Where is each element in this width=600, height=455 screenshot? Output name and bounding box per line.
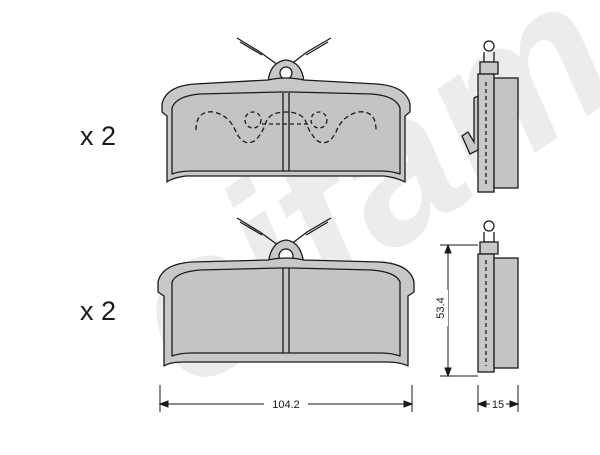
height-dimension-label: 53.4 xyxy=(435,297,447,318)
lower-spring-clip-left xyxy=(236,217,283,249)
width-dimension-label: 104.2 xyxy=(272,399,300,411)
upper-side-clip-eye xyxy=(483,40,495,52)
upper-rivet-right xyxy=(310,111,328,129)
lower-pad-front-view xyxy=(157,217,415,367)
upper-pad-front-view xyxy=(161,37,411,183)
upper-pad-side-view xyxy=(461,40,519,193)
upper-spring-clip-left xyxy=(236,37,283,69)
brand-watermark: cifam xyxy=(84,0,600,431)
upper-pad-quantity: x 2 xyxy=(80,121,116,151)
thickness-dimension-label: 15 xyxy=(492,399,504,411)
upper-rivet-left xyxy=(244,111,262,129)
lower-pad-side-view xyxy=(477,220,519,373)
lower-side-clip-eye xyxy=(483,220,495,232)
upper-friction-lining xyxy=(171,91,401,175)
upper-mounting-hole xyxy=(279,66,293,80)
lower-pad-quantity: x 2 xyxy=(80,296,116,326)
lower-friction-lining xyxy=(171,267,401,357)
lower-side-friction-lining xyxy=(493,257,519,369)
upper-spring-outline xyxy=(195,111,377,144)
upper-side-friction-lining xyxy=(493,77,519,189)
upper-side-clip xyxy=(461,94,479,155)
